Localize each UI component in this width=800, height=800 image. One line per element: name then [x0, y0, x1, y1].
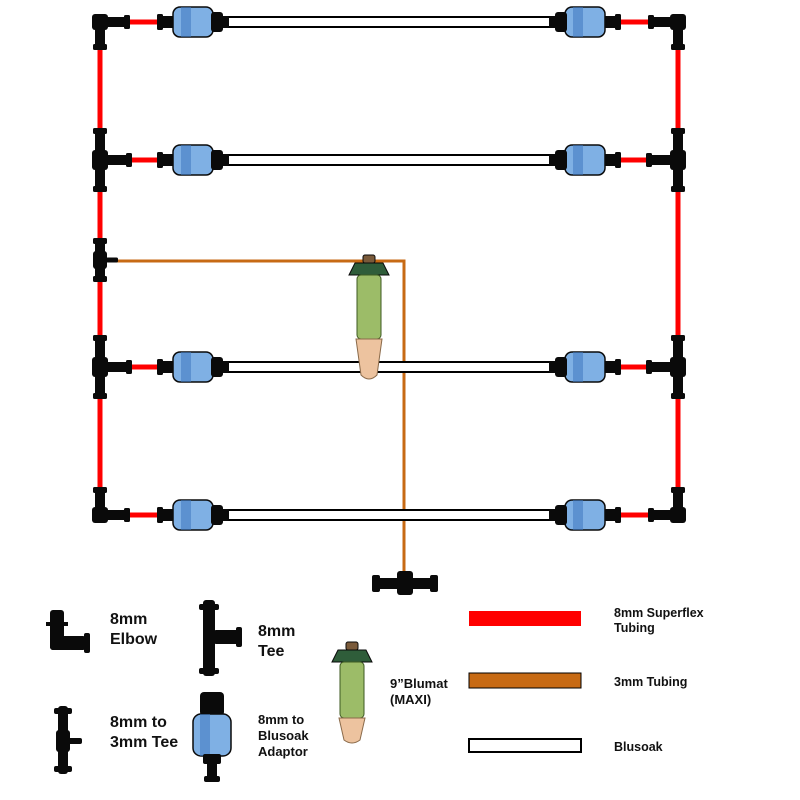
tubing-3mm-line: [110, 259, 406, 582]
legend-reducer-tee-label-1: 8mm to: [110, 714, 167, 731]
legend-reducer-tee-label-2: 3mm Tee: [110, 734, 178, 751]
legend-blumat-label-1: 9”Blumat: [390, 676, 448, 691]
legend-superflex-label-1: 8mm Superflex: [614, 606, 704, 620]
legend-tee-label-1: 8mm: [258, 623, 295, 640]
legend-elbow-label-2: Elbow: [110, 631, 158, 648]
legend-adaptor-label-1: 8mm to: [258, 712, 304, 727]
blusoak-adaptor-left: [157, 6, 229, 38]
legend-tee-label-2: Tee: [258, 643, 284, 660]
reducer-tee-icon: [54, 706, 82, 774]
tubing-layer: [97, 16, 681, 582]
elbow-fitting-top-right: [648, 14, 686, 50]
tee-fitting-right-row2: [646, 128, 686, 192]
legend-3mm-tubing-swatch: [468, 672, 582, 689]
blusoak-tube: [227, 154, 551, 166]
tee-fitting-right-row3: [646, 335, 686, 399]
legend-blusoak-swatch: [468, 738, 582, 753]
legend-adaptor-label-3: Adaptor: [258, 744, 308, 759]
fittings-layer: [92, 6, 686, 595]
blusoak-tube: [227, 16, 551, 28]
legend-superflex-label-2: Tubing: [614, 621, 655, 635]
blusoak-adaptor-right: [549, 499, 621, 531]
elbow-fitting-icon: [46, 610, 90, 653]
legend-blumat-label-2: (MAXI): [390, 692, 431, 707]
blusoak-adaptor-left: [157, 351, 229, 383]
blusoak-tube: [227, 361, 551, 373]
blusoak-adaptor-right: [549, 351, 621, 383]
blusoak-adaptor-right: [549, 144, 621, 176]
blusoak-adaptor-icon: [192, 692, 232, 782]
elbow-fitting-top-left: [92, 14, 130, 50]
elbow-fitting-bottom-left: [92, 487, 130, 523]
blumat-sensor-icon: [331, 641, 373, 744]
legend-elbow-label-1: 8mm: [110, 611, 147, 628]
blusoak-tube: [227, 509, 551, 521]
tee-fitting-left-row3: [92, 335, 132, 399]
blusoak-adaptor-left: [157, 499, 229, 531]
reducer-tee-fitting-bottom: [372, 571, 438, 595]
legend-adaptor-label-2: Blusoak: [258, 728, 309, 743]
legend-3mm-tubing-label: 3mm Tubing: [614, 675, 687, 689]
legend: 8mm Elbow 8mm Tee 8mm to 3mm Tee 8mm to …: [46, 600, 704, 782]
blumat-sensor: [348, 254, 390, 380]
legend-superflex-swatch: [469, 611, 581, 626]
blusoak-adaptor-left: [157, 144, 229, 176]
elbow-fitting-bottom-right: [648, 487, 686, 523]
legend-blusoak-label: Blusoak: [614, 740, 663, 754]
blusoak-adaptor-right: [549, 6, 621, 38]
tee-fitting-icon: [199, 600, 242, 676]
reducer-tee-fitting: [93, 238, 118, 282]
tee-fitting-left-row2: [92, 128, 132, 192]
